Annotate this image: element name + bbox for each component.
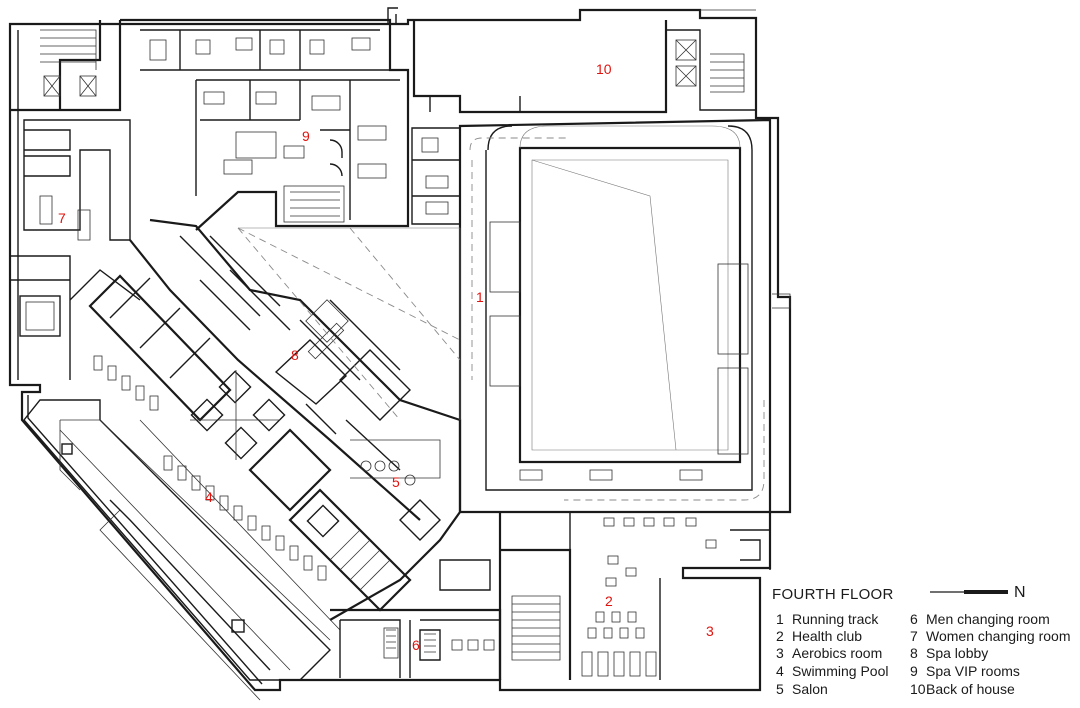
room-label-3: 3 [706, 623, 714, 639]
room-label-7: 7 [58, 210, 66, 226]
spa-vip-rooms [120, 18, 410, 231]
women-changing-room [10, 20, 141, 380]
running-track [458, 118, 791, 514]
legend-num: 4 [776, 663, 784, 679]
legend-item-10: 10Back of house [910, 681, 1015, 697]
legend-num: 2 [776, 628, 784, 644]
legend-num: 7 [910, 628, 918, 644]
legend-item-1: 1 Running track [776, 611, 878, 627]
legend-item-5: 5 Salon [776, 681, 828, 697]
legend-name: Aerobics room [792, 645, 883, 661]
central-core [88, 274, 412, 612]
building-outline [8, 7, 792, 692]
floor-title: FOURTH FLOOR [772, 586, 894, 603]
legend-name: Swimming Pool [792, 663, 889, 679]
north-label: N [1014, 584, 1026, 601]
legend-item-3: 3 Aerobics room [776, 645, 882, 661]
legend-item-8: 8 Spa lobby [910, 645, 988, 661]
legend-num: 8 [910, 645, 918, 661]
legend-item-2: 2 Health club [776, 628, 862, 644]
legend-name: Men changing room [926, 611, 1050, 627]
room-label-2: 2 [605, 593, 613, 609]
aerobics-room [683, 529, 771, 690]
room-label-6: 6 [412, 637, 420, 653]
room-label-5: 5 [392, 474, 400, 490]
pool-loungers [93, 355, 327, 581]
legend-num: 3 [776, 645, 784, 661]
room-label-1: 1 [476, 289, 484, 305]
legend-name: Health club [792, 628, 863, 644]
room-label-8: 8 [291, 347, 299, 363]
legend-name: Spa VIP rooms [926, 663, 1020, 679]
legend-name: Back of house [926, 681, 1015, 697]
legend-num: 5 [776, 681, 784, 697]
legend-name: Spa lobby [926, 645, 989, 661]
room-label-4: 4 [205, 489, 213, 505]
swimming-pool [23, 399, 341, 701]
legend-item-4: 4 Swimming Pool [776, 663, 888, 679]
legend-num: 1 [776, 611, 784, 627]
legend-item-9: 9 Spa VIP rooms [910, 663, 1020, 679]
room-label-10: 10 [596, 61, 612, 77]
legend-num: 6 [910, 611, 918, 627]
legend-item-7: 7 Women changing room [910, 628, 1070, 644]
spa-side-rooms [411, 127, 461, 225]
men-changing-room [330, 559, 502, 680]
legend-num: 10 [910, 681, 926, 697]
health-club [569, 511, 720, 680]
stair-core-south [498, 512, 572, 680]
room-label-9: 9 [302, 128, 310, 144]
skylight-lines [237, 227, 461, 421]
legend-num: 9 [910, 663, 918, 679]
legend-item-6: 6 Men changing room [910, 611, 1050, 627]
legend-name: Salon [792, 681, 828, 697]
legend-name: Women changing room [926, 628, 1071, 644]
back-of-house [412, 20, 756, 114]
legend-name: Running track [792, 611, 879, 627]
